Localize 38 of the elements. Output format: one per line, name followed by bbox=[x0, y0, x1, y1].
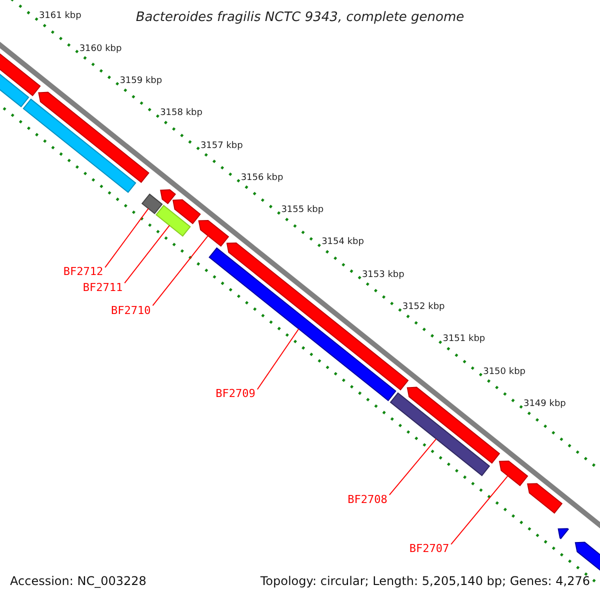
gene-label: BF2709 bbox=[216, 387, 256, 400]
gene-bar bbox=[22, 98, 136, 193]
scale-label: 3153 kbp bbox=[362, 270, 404, 280]
scale-label: 3150 kbp bbox=[483, 366, 526, 377]
gene-label: BF2707 bbox=[409, 542, 450, 556]
leader-line bbox=[152, 235, 208, 306]
gene-bar bbox=[498, 460, 528, 486]
gene-bar bbox=[574, 542, 600, 573]
leader-line bbox=[450, 475, 508, 545]
gene-bar bbox=[172, 199, 201, 224]
gene-bar bbox=[558, 528, 570, 540]
gene-bar bbox=[406, 386, 500, 464]
gene-bar bbox=[38, 92, 150, 183]
scale-label: 3159 kbp bbox=[120, 76, 162, 86]
gene-bar bbox=[156, 204, 191, 237]
scale-label: 3158 kbp bbox=[160, 108, 202, 118]
scale-label: 3161 kbp bbox=[38, 11, 82, 22]
leader-line bbox=[388, 438, 437, 496]
scale-label: 3151 kbp bbox=[442, 334, 486, 344]
scale-label: 3156 kbp bbox=[240, 172, 284, 183]
scale-label: 3155 kbp bbox=[281, 205, 324, 216]
scale-label: 3160 kbp bbox=[79, 44, 122, 54]
gene-label: BF2708 bbox=[348, 492, 388, 506]
gene-label: BF2712 bbox=[63, 265, 104, 278]
leader-line bbox=[256, 328, 300, 390]
scale-label: 3149 kbp bbox=[523, 399, 566, 409]
footer-text: Accession: NC_003228 bbox=[10, 574, 146, 588]
gene-label: BF2711 bbox=[82, 281, 123, 294]
gene-label: BF2710 bbox=[110, 304, 151, 317]
title: Bacteroides fragilis NCTC 9343, complete genome bbox=[136, 10, 464, 25]
scale-label: 3157 kbp bbox=[200, 140, 243, 150]
scale-label: 3152 kbp bbox=[402, 302, 445, 312]
gene-bar bbox=[527, 483, 563, 514]
gene-bar bbox=[198, 220, 230, 247]
gene-bar bbox=[390, 392, 490, 476]
footer-text: Topology: circular; Length: 5,205,140 bp; Genes: 4,276 bbox=[260, 574, 590, 588]
gene-bar bbox=[141, 194, 163, 214]
scale-label: 3154 kbp bbox=[322, 237, 364, 248]
